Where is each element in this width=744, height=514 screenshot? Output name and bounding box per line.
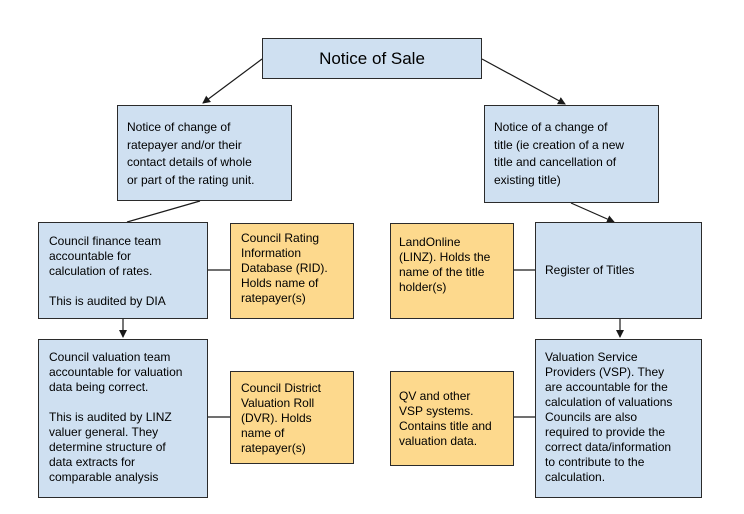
rid-box: Council Rating Information Database (RID…	[230, 223, 354, 319]
landonline-box: LandOnline (LINZ). Holds the name of the…	[390, 223, 514, 319]
arrow-title-to-left-notice	[202, 58, 263, 104]
arrow-title-to-right-notice	[481, 58, 566, 105]
qv-text: QV and other VSP systems. Contains title…	[399, 389, 492, 448]
left-notice-text: Notice of change of ratepayer and/or the…	[127, 120, 255, 187]
register-of-titles-text: Register of Titles	[545, 263, 635, 277]
vsp-box: Valuation Service Providers (VSP). They …	[535, 339, 702, 498]
rid-text: Council Rating Information Database (RID…	[241, 231, 328, 305]
qv-box: QV and other VSP systems. Contains title…	[390, 371, 514, 466]
landonline-text: LandOnline (LINZ). Holds the name of the…	[399, 235, 491, 294]
diagram-title: Notice of Sale	[319, 48, 425, 68]
register-of-titles-box: Register of Titles	[535, 222, 702, 319]
council-finance-text: Council finance team accountable for cal…	[49, 234, 166, 308]
dvr-box: Council District Valuation Roll (DVR). H…	[230, 371, 354, 464]
council-valuation-box: Council valuation team accountable for v…	[38, 339, 208, 498]
council-valuation-text: Council valuation team accountable for v…	[49, 350, 183, 484]
left-notice-box: Notice of change of ratepayer and/or the…	[117, 105, 292, 201]
arrow-right-notice-to-register	[570, 202, 615, 223]
line-left-notice-to-finance	[126, 200, 201, 223]
vsp-text: Valuation Service Providers (VSP). They …	[545, 350, 673, 484]
right-notice-box: Notice of a change of title (ie creation…	[484, 105, 659, 203]
right-notice-text: Notice of a change of title (ie creation…	[494, 120, 625, 187]
dvr-text: Council District Valuation Roll (DVR). H…	[241, 381, 322, 455]
council-finance-box: Council finance team accountable for cal…	[38, 222, 208, 319]
notice-of-sale-box: Notice of Sale	[262, 38, 482, 79]
